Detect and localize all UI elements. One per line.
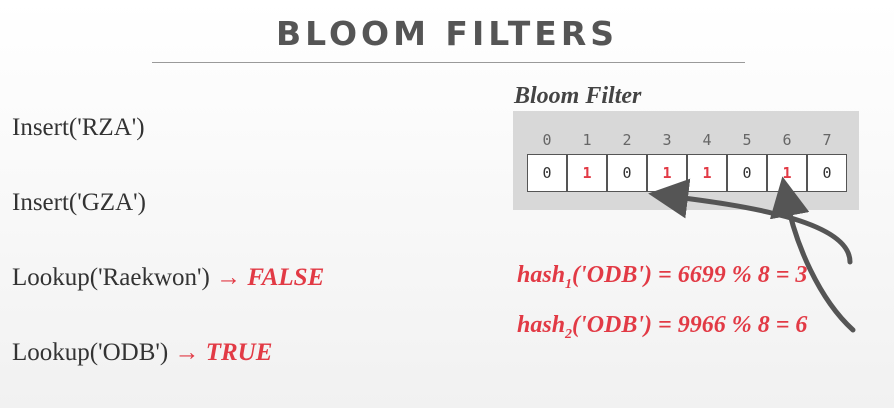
operation-text: Lookup('Raekwon') — [12, 264, 210, 291]
right-arrow-icon: → — [216, 264, 242, 291]
operation-insert-rza: Insert('RZA') — [12, 114, 145, 142]
bit-index: 5 — [742, 131, 752, 149]
lookup-result: TRUE — [205, 339, 273, 366]
operation-lookup-odb: Lookup('ODB') → TRUE — [12, 339, 272, 367]
right-arrow-icon: → — [174, 339, 200, 366]
bit-index: 2 — [622, 131, 632, 149]
hash-function-1: hash1('ODB') = 6699 % 8 = 3 — [517, 262, 807, 293]
bit-index: 1 — [582, 131, 592, 149]
bit-index: 3 — [662, 131, 672, 149]
hash-subscript: 1 — [565, 276, 573, 292]
hash-expression: ('ODB') = 9966 % 8 = 6 — [572, 312, 808, 338]
bit-index: 7 — [822, 131, 832, 149]
hash-function-2: hash2('ODB') = 9966 % 8 = 6 — [517, 312, 807, 343]
bit-cell: 0 — [727, 154, 767, 192]
hash-name: hash — [517, 262, 566, 288]
bit-index: 0 — [542, 131, 552, 149]
operation-lookup-raekwon: Lookup('Raekwon') → FALSE — [12, 264, 324, 292]
bit-cell: 0 — [527, 154, 567, 192]
hash-subscript: 2 — [565, 326, 573, 342]
bloom-filter-label: Bloom Filter — [514, 83, 642, 109]
bit-cell-set: 1 — [687, 154, 727, 192]
slide-title: BLOOM FILTERS — [275, 14, 619, 53]
bit-cell: 0 — [807, 154, 847, 192]
operation-insert-gza: Insert('GZA') — [12, 189, 146, 217]
bit-cell-set: 1 — [567, 154, 607, 192]
operation-text: Insert('GZA') — [12, 189, 146, 216]
bit-cell: 0 — [607, 154, 647, 192]
operation-text: Lookup('ODB') — [12, 339, 169, 366]
title-divider — [152, 62, 745, 63]
lookup-result: FALSE — [247, 264, 325, 291]
bit-index: 6 — [782, 131, 792, 149]
bit-index: 4 — [702, 131, 712, 149]
hash-name: hash — [517, 312, 566, 338]
arrow-to-bit-6 — [769, 176, 856, 333]
arrow-to-bit-3 — [648, 178, 853, 265]
operation-text: Insert('RZA') — [12, 114, 145, 141]
hash-expression: ('ODB') = 6699 % 8 = 3 — [572, 262, 808, 288]
